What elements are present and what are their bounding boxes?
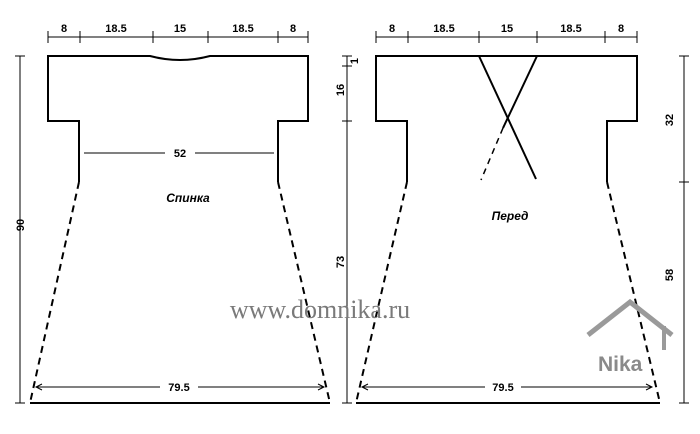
front-width-neck: 15 — [501, 23, 513, 35]
front-piece: 8 18.5 15 18.5 8 79.5 — [335, 23, 689, 404]
back-width-sleeve-left: 8 — [61, 23, 67, 35]
back-width-shoulder-right: 18.5 — [232, 23, 253, 35]
front-neckline-dashed — [480, 127, 504, 181]
front-flare-lines — [355, 181, 661, 404]
back-flare-lines — [29, 181, 331, 404]
back-height-value: 90 — [15, 219, 27, 231]
front-width-sleeve-right: 8 — [618, 23, 624, 35]
back-top-dimension — [47, 31, 309, 43]
front-right-height-dimension — [679, 55, 689, 404]
front-label: Перед — [492, 209, 529, 223]
front-height-top: 1 — [349, 58, 361, 64]
back-outline — [47, 55, 309, 182]
front-outline — [375, 55, 638, 182]
back-chest-value: 52 — [174, 148, 186, 160]
front-top-dimension — [375, 31, 638, 43]
back-height-dimension — [15, 55, 25, 404]
nika-logo: Nika — [586, 298, 674, 376]
front-hem-value: 79.5 — [492, 382, 513, 394]
back-piece: 8 18.5 15 18.5 8 52 79.5 — [15, 23, 331, 404]
front-width-sleeve-left: 8 — [389, 23, 395, 35]
back-width-sleeve-right: 8 — [290, 23, 296, 35]
front-height-right-upper: 32 — [664, 114, 676, 126]
back-width-neck: 15 — [174, 23, 186, 35]
front-neckline — [478, 55, 538, 180]
back-label: Спинка — [166, 191, 210, 205]
house-roof-icon — [586, 298, 674, 337]
front-hem-dimension — [360, 383, 654, 391]
watermark-url: www.domnika.ru — [230, 295, 410, 324]
front-height-upper: 16 — [335, 84, 347, 96]
front-height-right-lower: 58 — [664, 269, 676, 281]
front-left-height-dimension — [342, 55, 352, 404]
back-hem-dimension — [34, 383, 326, 391]
back-hem-value: 79.5 — [168, 382, 189, 394]
back-width-shoulder-left: 18.5 — [105, 23, 126, 35]
front-width-shoulder-left: 18.5 — [433, 23, 454, 35]
front-height-lower: 73 — [335, 256, 347, 268]
nika-logo-text: Nika — [598, 353, 643, 376]
front-width-shoulder-right: 18.5 — [560, 23, 581, 35]
